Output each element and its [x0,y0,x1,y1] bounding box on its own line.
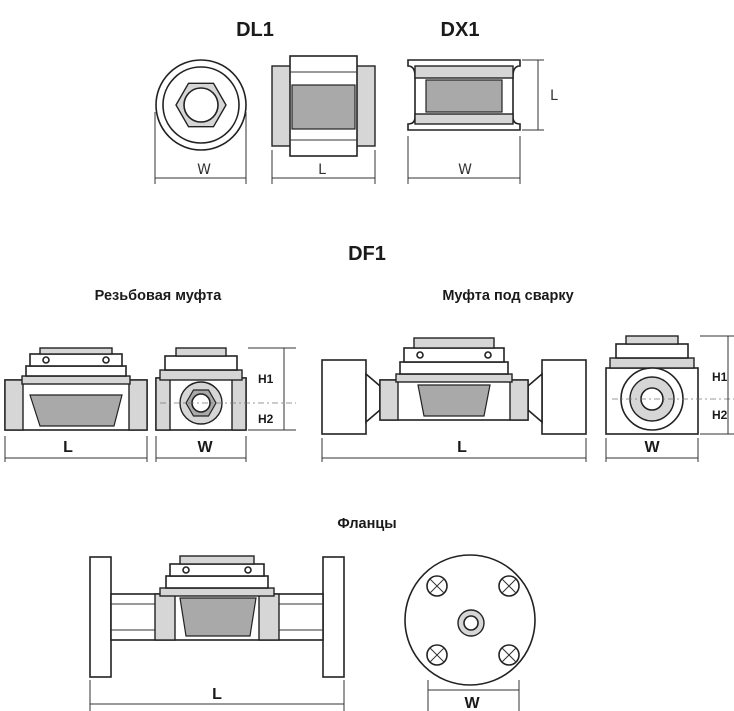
df1-weld-w-label: W [644,439,660,456]
df1-threaded-h1-label: H1 [258,372,274,386]
df1-weld-end-view [605,335,734,462]
df1-weld-side-view [321,337,587,462]
df1-weld-l-label: L [457,439,467,456]
df1-flanges-l-label: L [212,686,222,703]
title-dl1: DL1 [236,19,274,41]
bolt-hole [498,575,520,597]
bolt-hole [498,644,520,666]
df1-threaded-l-label: L [63,439,73,456]
subtitle-weld: Муфта под сварку [442,288,573,304]
dx1-view [407,59,544,184]
bolt-hole [426,644,448,666]
dx1-l-label: L [550,88,558,104]
df1-threaded-w-label: W [197,439,213,456]
dl1-l-label: L [318,162,326,178]
df1-flanges-end-view [404,554,536,711]
dx1-w-label: W [458,162,472,178]
dl1-w-label: W [197,162,211,178]
subtitle-threaded: Резьбовая муфта [95,288,223,304]
dl1-end-view [154,59,247,184]
df1-threaded-h2-label: H2 [258,412,274,426]
dl1-side-view [271,55,376,184]
df1-flanges-w-label: W [464,695,480,711]
df1-weld-h1-label: H1 [712,370,728,384]
df1-threaded-end-view [155,347,296,462]
title-df1: DF1 [348,243,386,265]
title-dx1: DX1 [441,19,480,41]
subtitle-flanges: Фланцы [337,516,396,532]
df1-weld-h2-label: H2 [712,408,728,422]
bolt-hole [426,575,448,597]
df1-threaded-side-view [4,347,148,462]
df1-flanges-side-view [89,555,345,711]
